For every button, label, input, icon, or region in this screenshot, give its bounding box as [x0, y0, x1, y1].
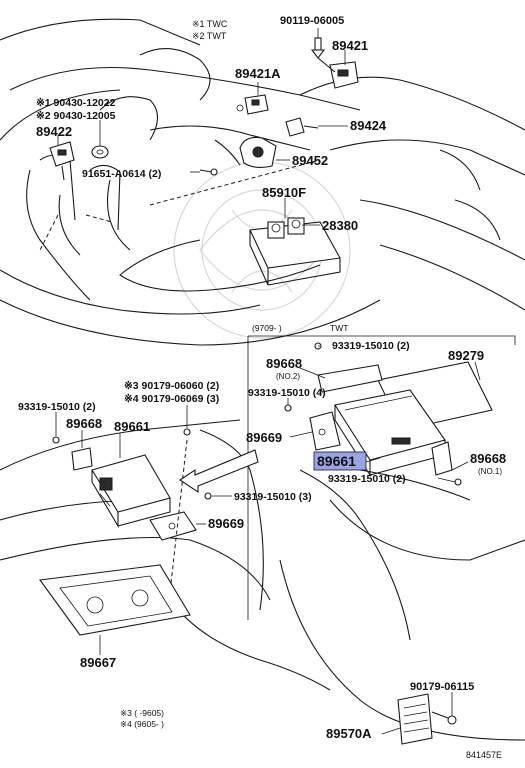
label-28380: 28380 [322, 218, 358, 233]
label-89279: 89279 [448, 348, 484, 363]
legend-note-4: ※4 (9605- ) [120, 719, 164, 729]
label-89668-no2-sub: (NO.2) [276, 372, 300, 381]
bracket-header-right: TWT [330, 323, 348, 333]
part-89452-sensor [239, 136, 277, 169]
label-89668-no2: 89668 [266, 356, 302, 371]
legend-note-2: ※2 TWT [192, 31, 227, 41]
label-89570A: 89570A [326, 726, 372, 741]
direction-arrow [179, 449, 259, 494]
part-labels: 90119-06005 89421 89421A ※1 90430-12022 … [18, 15, 506, 741]
label-93319-15010-4: 93319-15010 (4) [248, 387, 326, 399]
label-93319-15010-2-right: 93319-15010 (2) [328, 473, 406, 485]
lower-body-outline [0, 419, 525, 741]
label-89667: 89667 [80, 655, 116, 670]
dashed-reference-lines [39, 159, 321, 611]
part-89668-left-bracket [71, 447, 93, 471]
ecu-bolts-right [284, 342, 462, 486]
label-89452: 89452 [292, 153, 328, 168]
label-89668-left: 89668 [66, 416, 102, 431]
label-89661-highlight: 89661 [317, 453, 356, 469]
label-93319-15010-3: 93319-15010 (3) [234, 491, 312, 503]
legend-note-1: ※1 TWC [192, 19, 228, 29]
bracket-frame [247, 335, 516, 620]
legend-notes: ※1 TWC ※2 TWT ※3 ( -9605) ※4 (9605- ) [120, 19, 228, 729]
label-89424: 89424 [350, 118, 387, 133]
part-89424-sensor [285, 117, 319, 137]
label-89669-bottom: 89669 [208, 516, 244, 531]
part-89669-bracket-bottom [149, 511, 197, 541]
label-89421A: 89421A [235, 66, 281, 81]
part-89669-bracket-right [309, 411, 341, 451]
label-90179-06115: 90179-06115 [410, 681, 474, 693]
label-89421: 89421 [332, 38, 368, 53]
label-90430-12022: ※1 90430-12022 [36, 97, 116, 109]
part-89421A-sensor [236, 94, 269, 115]
label-90179-06069: ※4 90179-06069 (3) [124, 393, 219, 405]
label-90119-06005: 90119-06005 [280, 15, 344, 27]
highlight-box [313, 451, 367, 471]
label-89668-no1-sub: (NO.1) [478, 467, 502, 476]
part-89667-floor-panel [39, 564, 191, 636]
part-90119-06005-bolt [310, 37, 326, 59]
label-93319-15010-2-left: 93319-15010 (2) [18, 401, 96, 413]
bracket-header: (9709- ) TWT [252, 323, 348, 333]
part-28380-battery-relay [249, 217, 341, 286]
figure-id: 841457E [466, 750, 502, 760]
legend-note-3: ※3 ( -9605) [120, 708, 164, 718]
label-89669-right: 89669 [246, 430, 282, 445]
ecu-bolts-left [52, 428, 212, 500]
part-89570A-module [397, 693, 457, 745]
engine-bay-outline [0, 18, 525, 346]
label-85910F: 85910F [262, 185, 306, 200]
label-89661-left: 89661 [114, 419, 150, 434]
part-89421-sensor [317, 57, 359, 89]
part-91651-bolt [199, 168, 218, 176]
part-89661-ecu-left [91, 454, 171, 529]
leader-lines [55, 28, 481, 735]
part-90430-gasket [91, 145, 109, 159]
label-89422: 89422 [36, 124, 72, 139]
bracket-header-left: (9709- ) [252, 323, 282, 333]
part-89668-no1-bracket [431, 441, 453, 476]
label-91651-A0614: 91651-A0614 (2) [82, 168, 161, 180]
part-89668-no2-bracket [317, 364, 383, 393]
label-93319-15010-2-top: 93319-15010 (2) [332, 340, 410, 352]
part-89422-sensor [49, 141, 75, 181]
label-89668-no1: 89668 [470, 451, 506, 466]
label-90179-06060: ※3 90179-06060 (2) [124, 380, 219, 392]
label-90430-12005: ※2 90430-12005 [36, 110, 116, 122]
